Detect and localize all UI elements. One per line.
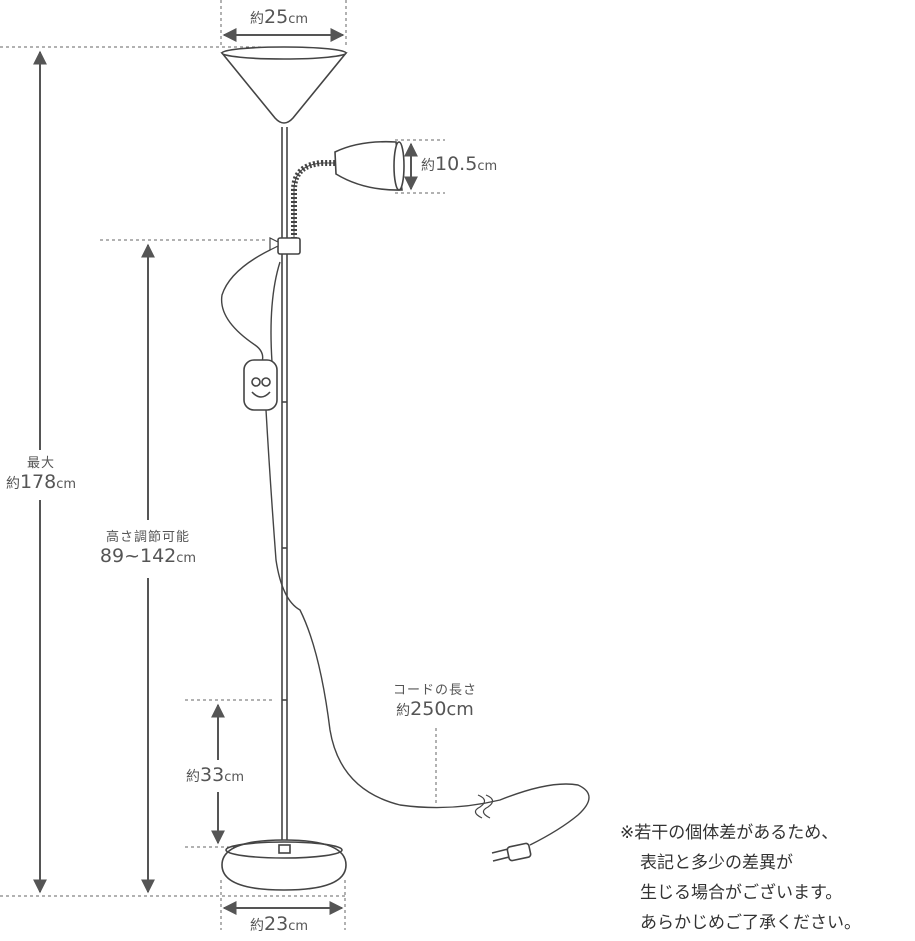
- note-line: 表記と多少の差異が: [640, 853, 793, 873]
- adjustable-height-label: 高さ調節可能 89~142cm: [99, 530, 197, 567]
- power-cord: [220, 249, 271, 363]
- note-line: 生じる場合がございます。: [640, 883, 843, 903]
- cord-length-label: コードの長さ 約250cm: [392, 683, 477, 720]
- dimension-arrows: [33, 28, 418, 915]
- disclaimer-note: ※若干の個体差があるため、 表記と多少の差異が 生じる場合がございます。 あらか…: [620, 818, 861, 938]
- spotlight-shade: [334, 140, 403, 191]
- note-line: あらかじめご了承ください。: [640, 913, 861, 933]
- spotlight-height-label: 約10.5cm: [421, 153, 498, 175]
- lamp-base: [221, 839, 347, 891]
- base-pole-height-label: 約33cm: [186, 764, 244, 786]
- shade-width-label: 約25cm: [250, 6, 308, 28]
- note-line: ※若干の個体差があるため、: [620, 823, 839, 843]
- base-width-label: 約23cm: [250, 913, 308, 935]
- upper-shade: [220, 52, 348, 124]
- max-height-label: 最大 約178cm: [5, 456, 77, 493]
- plug: [491, 842, 532, 862]
- lamp: [220, 46, 590, 891]
- inline-switch: [243, 359, 278, 411]
